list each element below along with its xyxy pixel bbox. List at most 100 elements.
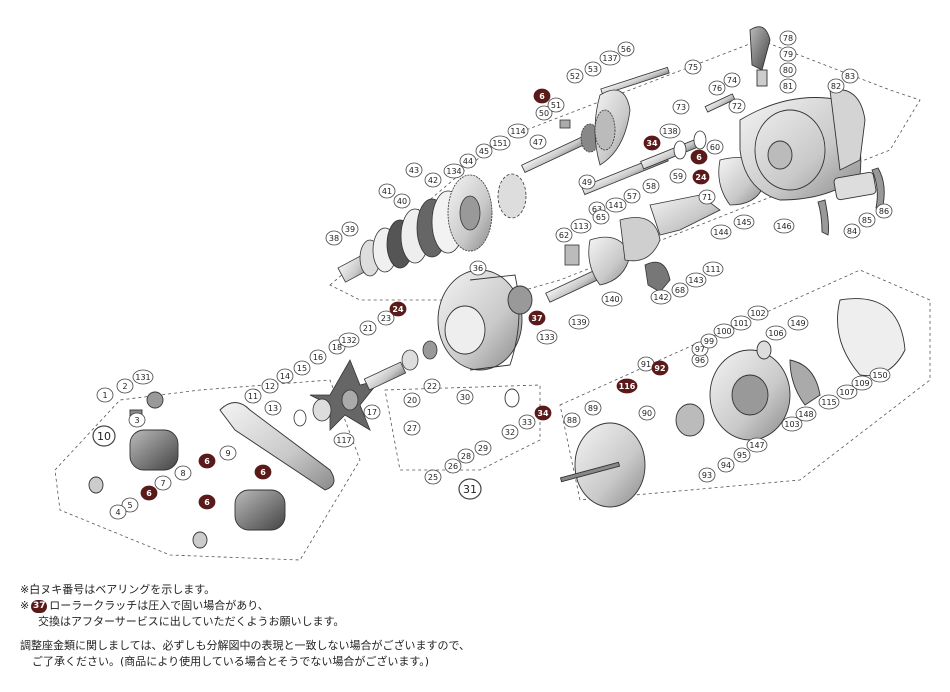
part-callout-103: 103	[781, 416, 803, 432]
part-callout-26: 26	[444, 458, 462, 474]
svg-text:99: 99	[704, 337, 714, 346]
svg-text:100: 100	[716, 327, 731, 336]
group-label-31: 31	[458, 478, 482, 500]
svg-text:76: 76	[712, 84, 722, 93]
svg-text:85: 85	[862, 216, 872, 225]
svg-text:101: 101	[733, 319, 748, 328]
svg-text:6: 6	[204, 498, 210, 507]
part-callout-59: 59	[669, 168, 687, 184]
part-callout-68: 68	[671, 282, 689, 298]
part-callout-32: 32	[501, 424, 519, 440]
svg-text:29: 29	[478, 444, 488, 453]
part-callout-107: 107	[836, 384, 858, 400]
part-callout-83: 83	[841, 68, 859, 84]
svg-text:150: 150	[872, 371, 887, 380]
svg-text:78: 78	[783, 34, 793, 43]
part-callout-142: 142	[650, 289, 672, 305]
drag-assembly	[293, 340, 438, 431]
svg-text:75: 75	[688, 63, 698, 72]
bearing-callout-92: 92	[651, 360, 669, 376]
svg-text:8: 8	[180, 469, 185, 478]
svg-text:63: 63	[592, 205, 602, 214]
part-callout-115: 115	[818, 394, 840, 410]
part-callout-147: 147	[746, 437, 768, 453]
part-callout-60: 60	[706, 139, 724, 155]
part-callout-106: 106	[765, 325, 787, 341]
svg-text:59: 59	[673, 172, 683, 181]
part-callout-91: 91	[637, 356, 655, 372]
part-callout-56: 56	[617, 41, 635, 57]
part-callout-75: 75	[684, 59, 702, 75]
svg-text:151: 151	[492, 139, 507, 148]
svg-text:94: 94	[721, 461, 731, 470]
part-callout-134: 134	[443, 163, 465, 179]
svg-text:92: 92	[654, 364, 665, 373]
svg-text:133: 133	[539, 333, 554, 342]
bearing-callout-116: 116	[616, 378, 638, 394]
svg-text:51: 51	[551, 101, 561, 110]
pinion-shaft-assembly	[581, 66, 766, 206]
svg-text:1: 1	[102, 391, 107, 400]
svg-text:102: 102	[750, 309, 765, 318]
part-callout-84: 84	[843, 223, 861, 239]
group-boundaries	[54, 39, 931, 561]
svg-text:38: 38	[329, 234, 339, 243]
frame-assembly	[739, 26, 885, 236]
part-callout-78: 78	[779, 30, 797, 46]
part-callout-43: 43	[405, 162, 423, 178]
svg-text:13: 13	[268, 404, 278, 413]
bearing-callout-34: 34	[534, 405, 552, 421]
svg-text:65: 65	[596, 213, 606, 222]
svg-text:23: 23	[381, 314, 391, 323]
svg-text:148: 148	[798, 410, 813, 419]
part-callout-40: 40	[393, 193, 411, 209]
part-callout-3: 3	[128, 412, 146, 428]
part-callout-72: 72	[728, 98, 746, 114]
part-callout-53: 53	[584, 61, 602, 77]
note-after-service: 交換はアフターサービスに出していただくようお願いします。	[38, 615, 345, 628]
svg-text:142: 142	[653, 293, 668, 302]
svg-text:80: 80	[783, 66, 793, 75]
part-callout-62: 62	[555, 227, 573, 243]
svg-text:53: 53	[588, 65, 598, 74]
part-callout-131: 131	[132, 369, 154, 385]
part-callout-20: 20	[403, 392, 421, 408]
svg-text:141: 141	[608, 201, 623, 210]
part-callout-7: 7	[154, 475, 172, 491]
part-callout-41: 41	[378, 183, 396, 199]
exploded-parts-diagram: 1213135478911121314151617182021222325262…	[54, 26, 931, 561]
svg-text:6: 6	[539, 92, 545, 101]
svg-text:37: 37	[531, 314, 542, 323]
svg-text:45: 45	[479, 147, 489, 156]
part-callout-88: 88	[563, 412, 581, 428]
part-callout-101: 101	[730, 315, 752, 331]
part-callout-27: 27	[403, 420, 421, 436]
part-callout-28: 28	[457, 448, 475, 464]
svg-text:34: 34	[646, 139, 658, 148]
svg-text:106: 106	[768, 329, 783, 338]
svg-text:44: 44	[463, 157, 473, 166]
svg-text:114: 114	[510, 127, 525, 136]
bearing-badge-37: 37	[31, 599, 48, 613]
part-callout-94: 94	[717, 457, 735, 473]
svg-text:2: 2	[122, 382, 127, 391]
svg-text:27: 27	[407, 424, 417, 433]
svg-text:82: 82	[831, 82, 841, 91]
svg-text:32: 32	[505, 428, 515, 437]
part-callout-148: 148	[795, 406, 817, 422]
svg-text:18: 18	[332, 343, 342, 352]
svg-text:72: 72	[732, 102, 742, 111]
svg-text:6: 6	[204, 457, 210, 466]
svg-text:117: 117	[336, 436, 351, 445]
part-callout-138: 138	[659, 123, 681, 139]
svg-text:107: 107	[839, 388, 854, 397]
svg-text:95: 95	[737, 451, 747, 460]
part-callout-149: 149	[787, 315, 809, 331]
svg-text:22: 22	[427, 382, 437, 391]
svg-text:134: 134	[446, 167, 461, 176]
part-callout-39: 39	[341, 221, 359, 237]
svg-text:21: 21	[363, 324, 373, 333]
svg-text:103: 103	[784, 420, 799, 429]
bearing-callout-34: 34	[643, 135, 661, 151]
